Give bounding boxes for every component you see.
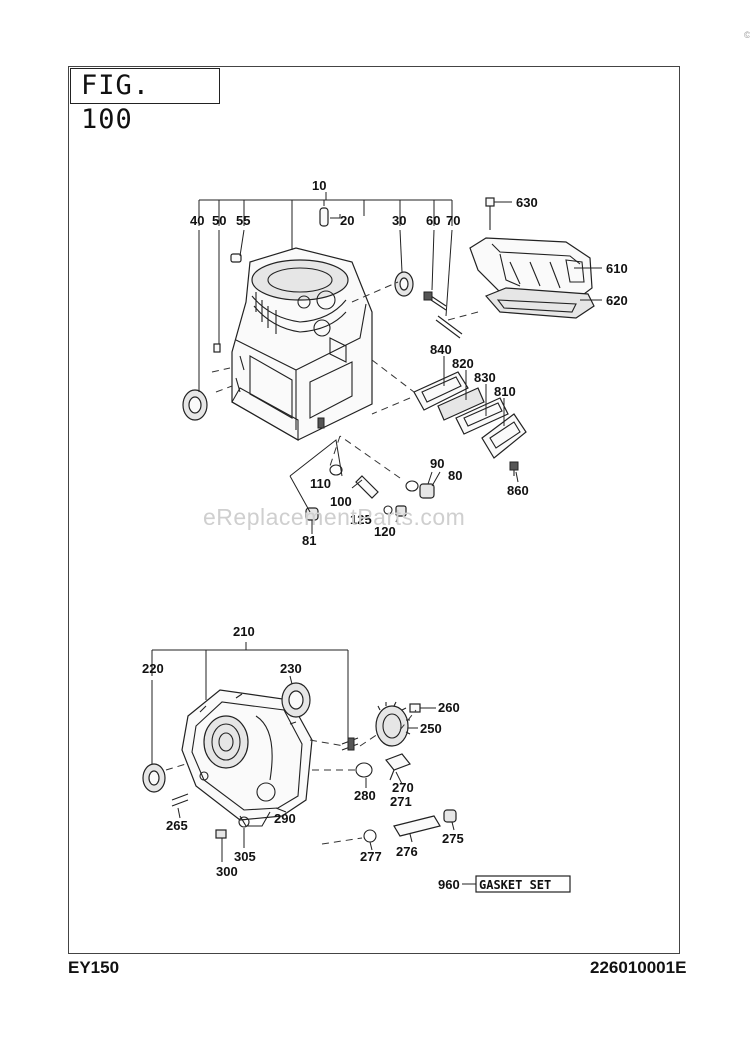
label-part-305: 305 (234, 849, 256, 864)
leader-lines-upper (198, 192, 602, 534)
label-part-81: 81 (302, 533, 316, 548)
label-part-110: 110 (310, 476, 331, 491)
label-part-840: 840 (430, 342, 452, 357)
label-part-50: 50 (212, 213, 226, 228)
label-part-10: 10 (312, 178, 326, 193)
watermark-text: eReplacementParts.com (203, 504, 466, 530)
label-part-276: 276 (396, 844, 418, 859)
label-part-220: 220 (142, 661, 164, 676)
label-part-30: 30 (392, 213, 406, 228)
label-part-55: 55 (236, 213, 250, 228)
label-part-125: 125 (350, 512, 372, 527)
gasket-set-callout: 960 GASKET SET (438, 875, 571, 893)
label-part-20: 20 (340, 213, 354, 228)
crankcase-small-parts (182, 207, 463, 421)
part-labels-upper: 10 20 40 50 55 30 60 70 630 610 620 840 … (190, 178, 628, 548)
label-part-860: 860 (507, 483, 529, 498)
crankcase-illustration (231, 247, 373, 441)
side-cover-parts (413, 371, 527, 476)
label-part-620: 620 (606, 293, 628, 308)
edge-mark: © (744, 30, 750, 40)
label-part-960: 960 (438, 877, 460, 892)
label-part-300: 300 (216, 864, 238, 879)
drain-parts (305, 464, 435, 521)
figure-frame (68, 66, 680, 954)
assembly-lines-lower (165, 709, 417, 845)
document-number: 226010001E (590, 958, 687, 977)
leader-lines-lower (151, 642, 476, 885)
cylinder-head-illustration (469, 197, 595, 319)
label-part-280: 280 (354, 788, 376, 803)
gasket-set-label: GASKET SET (479, 878, 551, 892)
label-part-810: 810 (494, 384, 516, 399)
figure-title: FIG. 100 (70, 68, 220, 135)
label-part-820: 820 (452, 356, 474, 371)
bearing-cover-illustration (181, 689, 313, 827)
label-part-610: 610 (606, 261, 628, 276)
label-part-100: 100 (330, 494, 352, 509)
label-part-70: 70 (446, 213, 460, 228)
assembly-lines-upper (211, 281, 479, 479)
label-part-120: 120 (374, 524, 396, 539)
label-part-90: 90 (430, 456, 444, 471)
label-part-630: 630 (516, 195, 538, 210)
governor-parts (142, 682, 457, 843)
label-part-40: 40 (190, 213, 204, 228)
label-part-265: 265 (166, 818, 188, 833)
label-part-275: 275 (442, 831, 464, 846)
label-part-250: 250 (420, 721, 442, 736)
model-number: EY150 (68, 958, 120, 977)
label-part-80: 80 (448, 468, 462, 483)
label-part-270: 270 (392, 780, 414, 795)
label-part-210: 210 (233, 624, 255, 639)
label-part-60: 60 (426, 213, 440, 228)
label-part-260: 260 (438, 700, 460, 715)
label-part-290: 290 (274, 811, 296, 826)
label-part-277: 277 (360, 849, 382, 864)
label-part-230: 230 (280, 661, 302, 676)
part-labels-lower: 210 220 230 260 250 270 271 280 290 265 … (142, 624, 464, 879)
label-part-271: 271 (390, 794, 412, 809)
label-part-830: 830 (474, 370, 496, 385)
